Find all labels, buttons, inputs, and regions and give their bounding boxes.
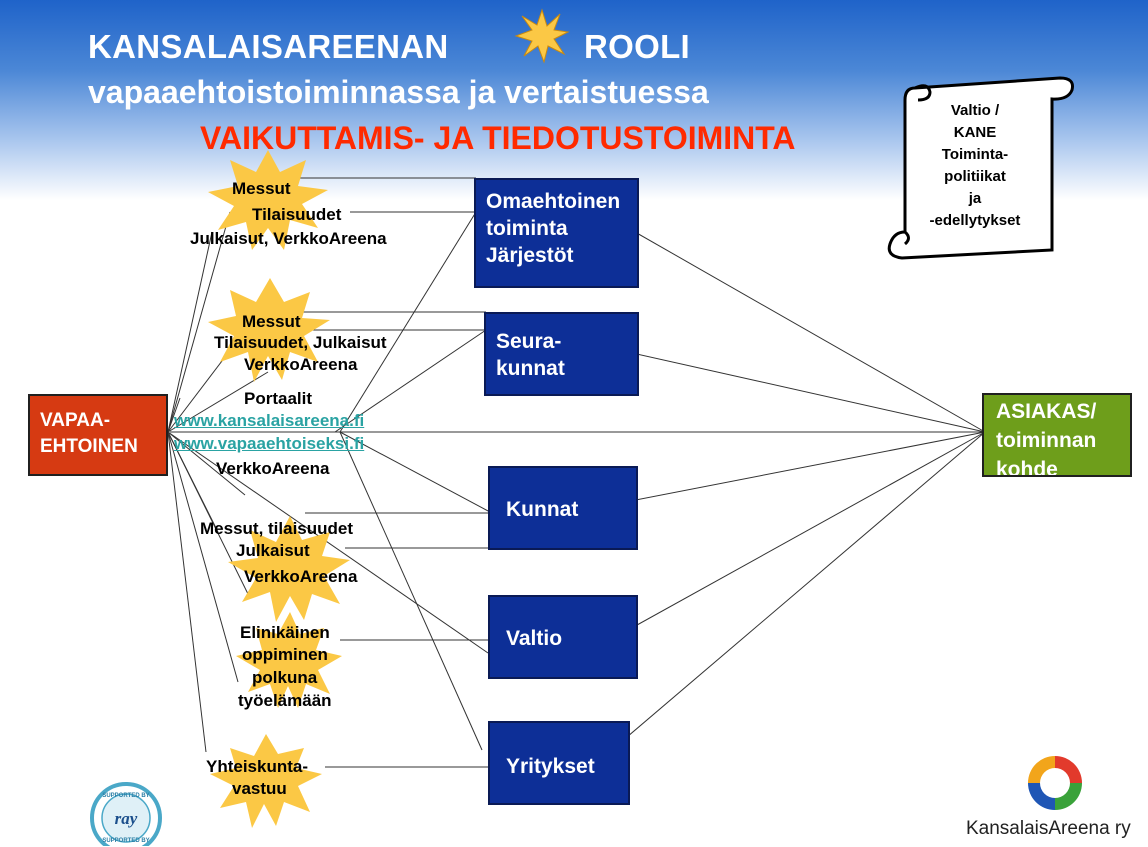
source-line-1: VAPAA- [40, 410, 111, 431]
group4-label-4: työelämään [238, 691, 332, 710]
burst-shapes [208, 150, 350, 828]
line-portal-oma [339, 211, 477, 433]
source-line-2: EHTOINEN [40, 436, 138, 457]
line-seura-target [609, 347, 986, 433]
target-line-2: toiminnan [996, 429, 1097, 452]
group4-label-1: Elinikäinen [240, 623, 330, 642]
line-src-group4 [167, 431, 239, 683]
source-box-vapaaehtoinen: VAPAA- EHTOINEN [28, 394, 168, 476]
portals-title: Portaalit [244, 389, 313, 408]
actor-box-kunnat: Kunnat [488, 466, 638, 550]
line-portal-kunnat [339, 431, 491, 513]
group1-label-2: Tilaisuudet [252, 205, 342, 224]
scroll-line-4: politiikat [944, 168, 1006, 185]
target-box-asiakas: ASIAKAS/ toiminnan kohde [982, 393, 1132, 477]
line-src-group1b [167, 231, 213, 433]
actor-box-yritykset: Yritykset [488, 721, 630, 805]
seurakunnat-line-1: Seura- [496, 330, 562, 353]
scroll-line-3: Toiminta- [941, 146, 1009, 163]
actor-box-seurakunnat: Seura- kunnat [484, 312, 639, 396]
scroll-note: Valtio / KANE Toiminta- politiikat ja -e… [905, 100, 1045, 232]
scroll-line-1: Valtio / [950, 102, 1000, 119]
actor-box-omaehtoinen: Omaehtoinen toiminta Järjestöt [474, 178, 639, 288]
burst-group4 [236, 612, 342, 708]
ray-top-text: SUPPORTED BY [102, 793, 149, 799]
line-portal-yritykset [339, 431, 483, 751]
group5-label-2: vastuu [232, 779, 287, 798]
target-line-3: kohde [996, 458, 1058, 477]
omaehtoinen-line-3: Järjestöt [486, 244, 574, 267]
line-valtio-target [609, 431, 986, 641]
group4-label-2: oppiminen [242, 645, 328, 664]
omaehtoinen-line-1: Omaehtoinen [486, 190, 621, 213]
scroll-line-2: KANE [953, 124, 997, 141]
kansalaisareena-link[interactable]: www.kansalaisareena.fi [174, 411, 365, 430]
burst-group2 [208, 278, 330, 382]
ray-mark-text: ray [115, 809, 138, 828]
group1-label-1: Messut [232, 179, 291, 198]
scroll-shape [887, 76, 1074, 260]
line-kunnat-target [609, 431, 986, 506]
group5-label-1: Yhteiskunta- [206, 757, 309, 776]
ray-supported-logo-icon: SUPPORTED BY ray SUPPORTED BY [90, 782, 162, 846]
yritykset-label: Yritykset [506, 755, 595, 778]
portals-verkkoareena: VerkkoAreena [216, 459, 330, 478]
kunnat-label: Kunnat [506, 498, 579, 521]
line-src-group2b [167, 371, 269, 433]
line-src-valtio [167, 431, 489, 654]
group2-label-3: VerkkoAreena [244, 355, 358, 374]
line-src-group3b [167, 431, 249, 595]
page-title-part2: ROOLI [584, 28, 690, 65]
line-src-portal [167, 397, 181, 433]
title-burst-icon [514, 8, 570, 64]
ray-bottom-text: SUPPORTED BY [102, 838, 149, 844]
burst-group5 [210, 734, 322, 828]
omaehtoinen-line-2: toiminta [486, 217, 568, 240]
seurakunnat-line-2: kunnat [496, 357, 565, 380]
page-subtitle: vapaaehtoistoiminnassa ja vertaistuessa [88, 74, 709, 110]
group4-label-3: polkuna [252, 668, 318, 687]
burst-group3 [228, 516, 350, 622]
valtio-label: Valtio [506, 627, 563, 650]
target-line-1: ASIAKAS/ [996, 400, 1097, 423]
group2-label-1: Messut [242, 312, 301, 331]
group3-label-1: Messut, tilaisuudet [200, 519, 354, 538]
line-src-group1a [167, 211, 231, 433]
group3-label-3: VerkkoAreena [244, 567, 358, 586]
scroll-line-6: -edellytykset [929, 212, 1021, 229]
kansalaisareena-wordmark: KansalaisAreena ry [966, 818, 1131, 839]
line-oma-target [599, 211, 986, 433]
line-yritykset-target [599, 431, 986, 761]
group2-label-2: Tilaisuudet, Julkaisut [214, 333, 387, 352]
line-portal-seura [334, 329, 487, 433]
burst-group1 [208, 150, 328, 250]
actor-box-valtio: Valtio [488, 595, 638, 679]
line-src-messut2 [167, 431, 246, 496]
vapaaehtoiseksi-link[interactable]: www.vapaaehtoiseksi.fi [174, 434, 365, 453]
group3-label-2: Julkaisut [236, 541, 310, 560]
kansalaisareena-logo-icon [1028, 756, 1082, 810]
scroll-line-5: ja [968, 190, 982, 207]
line-src-group5 [167, 431, 207, 753]
group1-label-3: Julkaisut, VerkkoAreena [190, 229, 387, 248]
section-heading: VAIKUTTAMIS- JA TIEDOTUSTOIMINTA [200, 120, 796, 156]
page-title: KANSALAISAREENAN [88, 28, 449, 65]
